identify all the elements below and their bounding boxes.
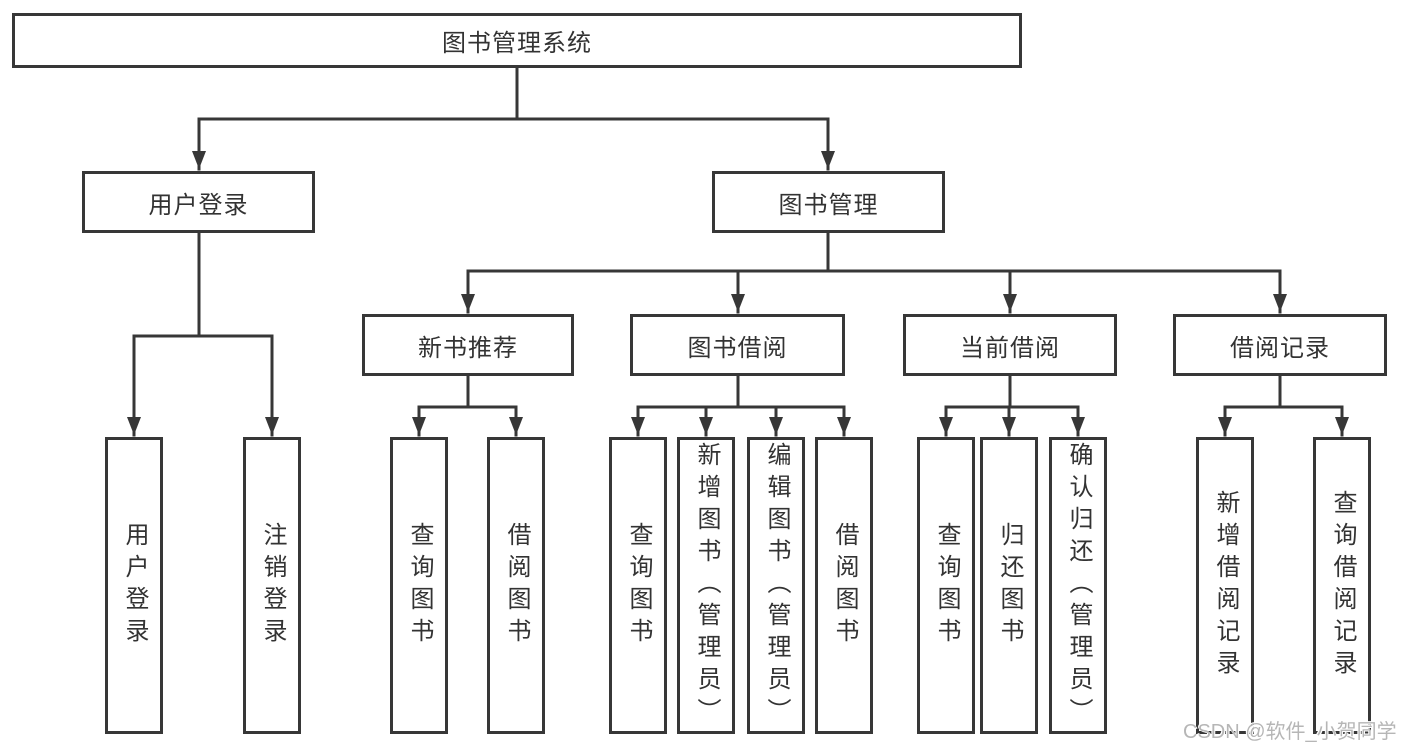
node-current-borrowing: 当前借阅 [903,314,1117,376]
leaf-query-borrow-record: 查询借阅记录 [1313,437,1371,734]
node-label: 图书管理系统 [442,30,592,57]
node-label: 查询图书 [406,521,433,650]
leaf-add-borrow-record: 新增借阅记录 [1196,437,1254,734]
node-label: 用户登录 [121,521,148,650]
leaf-query-books-borrowing: 查询图书 [609,437,667,734]
node-label: 当前借阅 [960,334,1060,362]
node-book-borrowing: 图书借阅 [630,314,845,376]
node-label: 归还图书 [996,521,1023,650]
node-label: 确认归还（管理员） [1065,441,1092,730]
node-label: 新增图书（管理员） [693,441,720,730]
leaf-add-book-admin: 新增图书（管理员） [677,437,735,734]
node-user-login-branch: 用户登录 [82,171,315,233]
leaf-confirm-return-admin: 确认归还（管理员） [1049,437,1107,734]
node-label: 用户登录 [148,191,249,219]
csdn-watermark: CSDN @软件_小贺同学 [1183,721,1397,743]
node-library-management-system: 图书管理系统 [12,13,1022,68]
node-label: 借阅图书 [503,521,530,650]
leaf-user-login: 用户登录 [105,437,163,734]
node-label: 新书推荐 [418,334,518,362]
node-label: 查询借阅记录 [1329,489,1356,682]
leaf-borrow-books-borrowing: 借阅图书 [815,437,873,734]
node-label: 编辑图书（管理员） [763,441,790,730]
node-label: 注销登录 [259,521,286,650]
node-label: 借阅记录 [1230,334,1330,362]
leaf-query-books-recommend: 查询图书 [390,437,448,734]
leaf-logout: 注销登录 [243,437,301,734]
node-label: 图书管理 [778,191,879,219]
node-new-book-recommendation: 新书推荐 [362,314,574,376]
leaf-return-book: 归还图书 [980,437,1038,734]
leaf-query-books-current: 查询图书 [917,437,975,734]
node-label: 查询图书 [625,521,652,650]
node-book-management: 图书管理 [712,171,945,233]
node-label: 图书借阅 [687,334,788,362]
node-label: 新增借阅记录 [1212,489,1239,682]
node-borrowing-records: 借阅记录 [1173,314,1387,376]
node-label: 查询图书 [933,521,960,650]
leaf-edit-book-admin: 编辑图书（管理员） [747,437,805,734]
node-label: 借阅图书 [831,521,858,650]
leaf-borrow-books-recommend: 借阅图书 [487,437,545,734]
